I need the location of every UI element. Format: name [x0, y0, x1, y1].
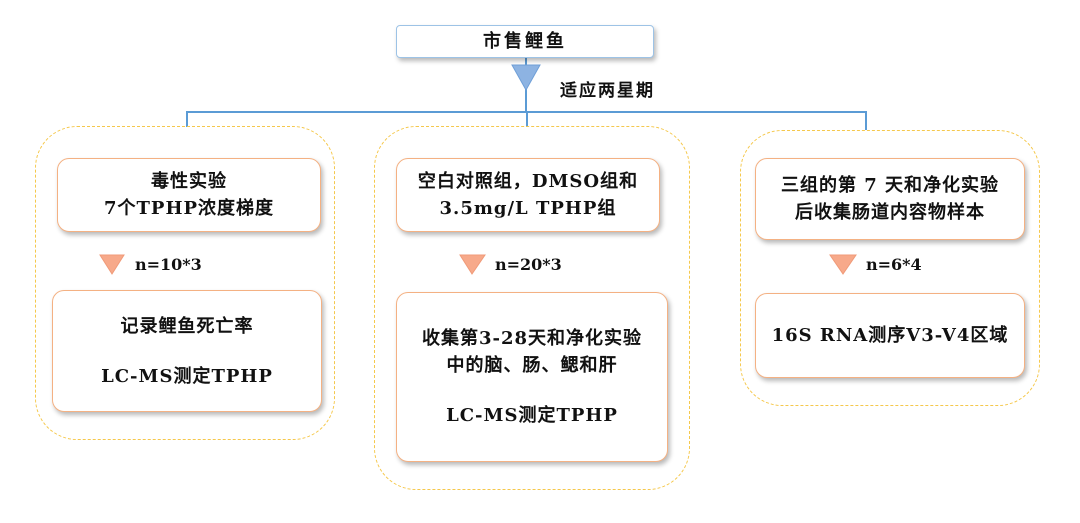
column-1-setup-box: 毒性实验 7个TPHP浓度梯度: [57, 158, 321, 232]
column-3-setup-box: 三组的第 7 天和净化实验 后收集肠道内容物样本: [755, 158, 1025, 240]
column-2-container: [374, 126, 690, 490]
setup-line: 7个TPHP浓度梯度: [104, 198, 274, 219]
analysis-line: 收集第3-28天和净化实验: [421, 328, 643, 349]
setup-line: 后收集肠道内容物样本: [795, 202, 985, 223]
setup-line: 3.5mg/L TPHP组: [439, 198, 617, 219]
method-line: LC-MS测定TPHP: [101, 365, 273, 387]
setup-line: 空白对照组，DMSO组和: [417, 171, 639, 192]
setup-line: 毒性实验: [151, 171, 227, 192]
analysis-line: 16S RNA测序V3-V4区域: [771, 325, 1009, 346]
column-2-arrow-icon: [459, 254, 486, 275]
column-2-setup-box: 空白对照组，DMSO组和 3.5mg/L TPHP组: [396, 158, 660, 232]
column-1-arrow-icon: [99, 254, 125, 275]
column-2-analysis-box: 收集第3-28天和净化实验 中的脑、肠、鳃和肝 LC-MS测定TPHP: [396, 292, 668, 462]
column-2-sample-size: n=20*3: [495, 255, 562, 274]
top-node-box: 市售鲤鱼: [396, 25, 654, 58]
analysis-line: 记录鲤鱼死亡率: [120, 315, 254, 337]
column-3-sample-size: n=6*4: [866, 255, 922, 274]
setup-line: 三组的第 7 天和净化实验: [780, 175, 1000, 196]
column-1-sample-size: n=10*3: [135, 255, 202, 274]
acclimation-arrow-icon: [511, 64, 541, 92]
top-node-label: 市售鲤鱼: [483, 31, 567, 52]
column-1-container: [35, 126, 335, 440]
column-3-container: [740, 130, 1040, 406]
column-3-analysis-box: 16S RNA测序V3-V4区域: [755, 293, 1025, 378]
column-3-arrow-icon: [829, 254, 857, 275]
acclimation-label: 适应两星期: [560, 81, 655, 101]
method-line: LC-MS测定TPHP: [446, 405, 618, 426]
column-1-analysis-box: 记录鲤鱼死亡率 LC-MS测定TPHP: [52, 290, 322, 412]
analysis-line: 中的脑、肠、鳃和肝: [446, 355, 618, 376]
